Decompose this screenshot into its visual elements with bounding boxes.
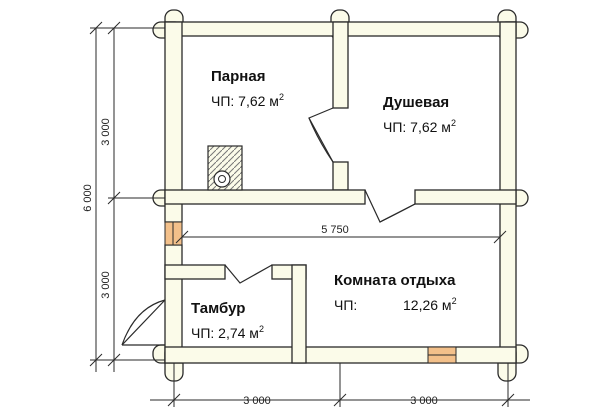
room-name-dushevaya: Душевая [383, 94, 449, 111]
room-area-parnaya: ЧП: 7,62 м2 [211, 92, 284, 109]
dim-left-total: 6 000 [82, 184, 94, 212]
stove-icon [207, 145, 243, 191]
dim-inner-width: 5 750 [321, 224, 349, 236]
room-name-komnata: Комната отдыха [334, 272, 456, 289]
dim-bottom-right: 3 000 [410, 395, 438, 407]
dimension-lines [89, 21, 530, 407]
door-tambur-inner [224, 264, 273, 284]
room-area-komnata-value: 12,26 м2 [403, 296, 457, 313]
door-parnaya [308, 107, 334, 163]
doors [121, 107, 416, 346]
dim-left-bottom: 3 000 [100, 271, 112, 299]
dim-left-top: 3 000 [100, 118, 112, 146]
room-name-parnaya: Парная [211, 68, 265, 85]
room-area-tambur: ЧП: 2,74 м2 [191, 324, 264, 341]
room-area-komnata-label: ЧП: [334, 297, 357, 313]
dim-bottom-left: 3 000 [243, 395, 271, 407]
room-name-tambur: Тамбур [191, 300, 245, 317]
door-entrance [121, 299, 166, 346]
room-area-dushevaya: ЧП: 7,62 м2 [383, 118, 456, 135]
windows [164, 221, 457, 364]
